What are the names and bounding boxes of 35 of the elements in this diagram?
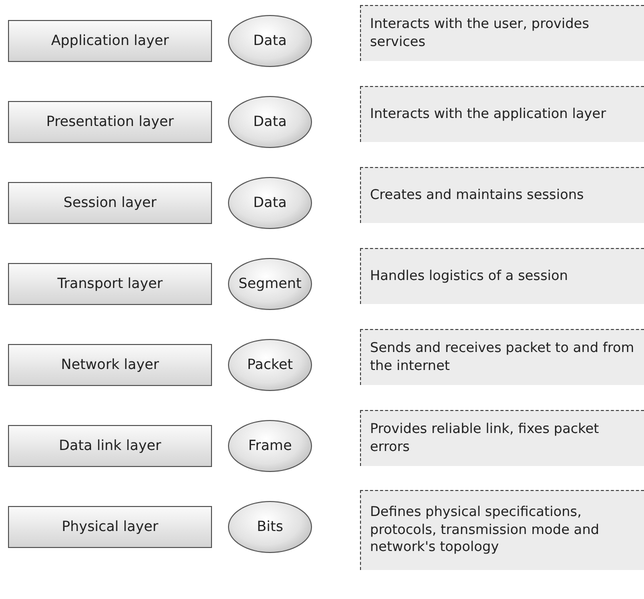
label-text: Network layer (60, 357, 160, 373)
description-panel (360, 5, 644, 61)
label-text: Physical layer (62, 519, 158, 535)
description-panel (360, 329, 644, 385)
label-text: Data (253, 114, 287, 130)
label-text: Creates and maintains sessions (370, 186, 584, 204)
description-panel (360, 410, 644, 466)
label-text: Frame (248, 438, 292, 454)
description-panel (360, 86, 644, 142)
layer-box (8, 182, 212, 224)
label-text: Defines physical specifications, protocols, transmission mode and network's topology (370, 504, 600, 557)
description-panel (360, 167, 644, 223)
label-text: Presentation layer (46, 114, 174, 130)
description-panel (360, 248, 644, 304)
layer-box (8, 425, 212, 467)
layer-box (8, 101, 212, 143)
label-text: Interacts with the user, provides services (370, 16, 590, 52)
label-text: Application layer (51, 33, 169, 49)
label-text: Packet (247, 357, 293, 373)
label-text: Data (253, 195, 287, 211)
label-text: Sends and receives packet to and from the internet (370, 340, 636, 376)
label-text: Handles logistics of a session (370, 268, 568, 286)
label-text: Session layer (64, 195, 156, 211)
label-text: Transport layer (57, 276, 163, 292)
layer-box (8, 506, 212, 548)
label-text: Data link layer (58, 438, 162, 454)
description-panel (360, 490, 644, 570)
label-text: Provides reliable link, fixes packet errors (370, 420, 600, 456)
label-text: Data (253, 33, 287, 49)
layer-box (8, 344, 212, 386)
label-text: Bits (256, 519, 284, 535)
label-text: Segment (238, 276, 302, 292)
label-text: Interacts with the application layer (370, 106, 606, 124)
layer-box (8, 20, 212, 62)
layer-box (8, 263, 212, 305)
